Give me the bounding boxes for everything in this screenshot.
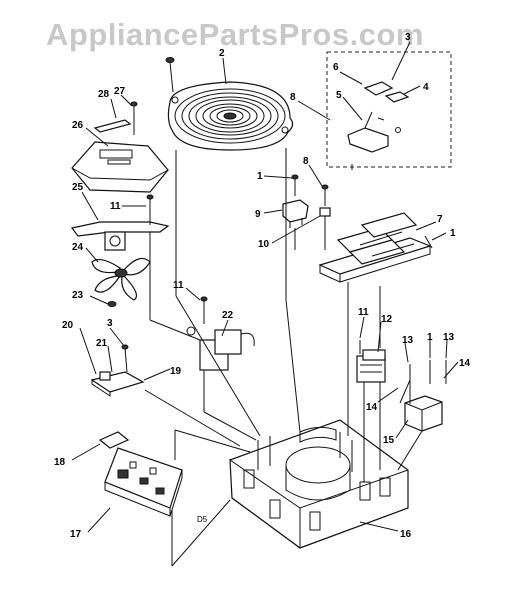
label-26: 26	[72, 120, 84, 131]
label-7: 7	[437, 214, 443, 225]
board-marking: D5	[197, 515, 208, 524]
label-22: 22	[222, 310, 234, 321]
label-20: 20	[62, 320, 74, 331]
label-13a: 13	[402, 335, 414, 346]
label-10: 10	[258, 239, 270, 250]
clip-part	[98, 431, 130, 449]
label-23: 23	[72, 290, 84, 301]
label-pointers	[71, 41, 459, 533]
small-board-part	[90, 344, 145, 397]
label-19: 19	[170, 366, 182, 377]
control-board-part	[104, 447, 183, 517]
capacitor-part	[404, 360, 447, 432]
label-15: 15	[383, 435, 395, 446]
label-17: 17	[70, 529, 82, 540]
label-16: 16	[400, 529, 412, 540]
label-13b: 13	[443, 332, 455, 343]
label-11c: 11	[358, 307, 369, 318]
label-11b: 11	[173, 280, 184, 291]
label-18: 18	[54, 457, 66, 468]
label-27: 27	[114, 86, 126, 97]
watermark-text: AppliancePartsPros.com	[46, 17, 424, 52]
label-28: 28	[98, 89, 110, 100]
base-chassis-part	[229, 419, 409, 549]
label-9: 9	[255, 209, 261, 220]
label-8b: 8	[303, 156, 309, 167]
nut-part	[107, 301, 117, 307]
label-14b: 14	[366, 402, 378, 413]
label-21: 21	[96, 338, 108, 349]
label-3b: 3	[107, 318, 113, 329]
inset-box	[326, 51, 452, 168]
label-3a: 3	[405, 32, 411, 43]
label-5: 5	[336, 90, 342, 101]
label-8a: 8	[290, 92, 296, 103]
relay-part	[186, 296, 255, 371]
label-1b: 1	[450, 228, 456, 239]
label-25: 25	[72, 182, 84, 193]
label-14a: 14	[459, 358, 471, 369]
callout-labels: 2 3 4 6 5 8 28 27 26 25 11 24 23 1 8 9 1…	[54, 32, 471, 540]
label-1a: 1	[257, 171, 263, 182]
label-2: 2	[219, 48, 225, 59]
label-6: 6	[333, 62, 339, 73]
inset-parts	[347, 81, 410, 153]
label-1c: 1	[427, 332, 433, 343]
fan-bracket-part	[70, 194, 170, 251]
heat-sink-part	[318, 212, 433, 283]
coil-part	[167, 81, 294, 151]
label-12: 12	[381, 314, 393, 325]
label-11a: 11	[110, 201, 121, 212]
transformer-part	[356, 340, 386, 383]
cover-part	[71, 101, 169, 193]
label-24: 24	[72, 242, 84, 253]
fan-blade-part	[91, 257, 151, 301]
screw-top-coil	[165, 57, 175, 93]
label-4: 4	[423, 82, 429, 93]
center-small-parts	[282, 174, 331, 228]
leader-lines	[144, 148, 423, 567]
